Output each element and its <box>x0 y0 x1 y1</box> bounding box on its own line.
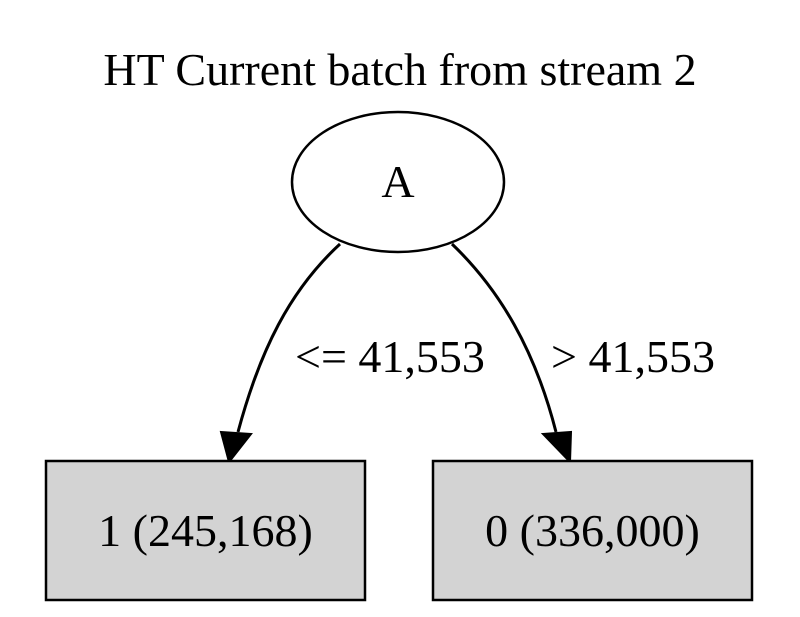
root-node-ellipse <box>290 110 506 254</box>
leaf-node-right: 0 (336,000) <box>431 459 754 602</box>
edge-right-arrowhead <box>540 430 573 465</box>
leaf-node-right-label: 0 (336,000) <box>485 505 700 556</box>
edge-left-arrowhead <box>219 430 253 465</box>
edge-right: > 41,553 <box>450 242 715 465</box>
leaf-node-right-box <box>431 459 754 602</box>
edge-right-line <box>450 242 558 433</box>
leaf-node-left-label: 1 (245,168) <box>98 505 313 556</box>
edge-left-line <box>236 242 342 433</box>
leaf-node-left: 1 (245,168) <box>44 459 367 602</box>
diagram-title: HT Current batch from stream 2 <box>103 44 696 95</box>
edge-right-label: > 41,553 <box>551 331 715 382</box>
edge-left-label: <= 41,553 <box>295 331 485 382</box>
root-node-label: A <box>381 156 414 207</box>
edge-left: <= 41,553 <box>219 242 485 465</box>
leaf-node-left-box <box>44 459 367 602</box>
root-node: A <box>290 110 506 254</box>
